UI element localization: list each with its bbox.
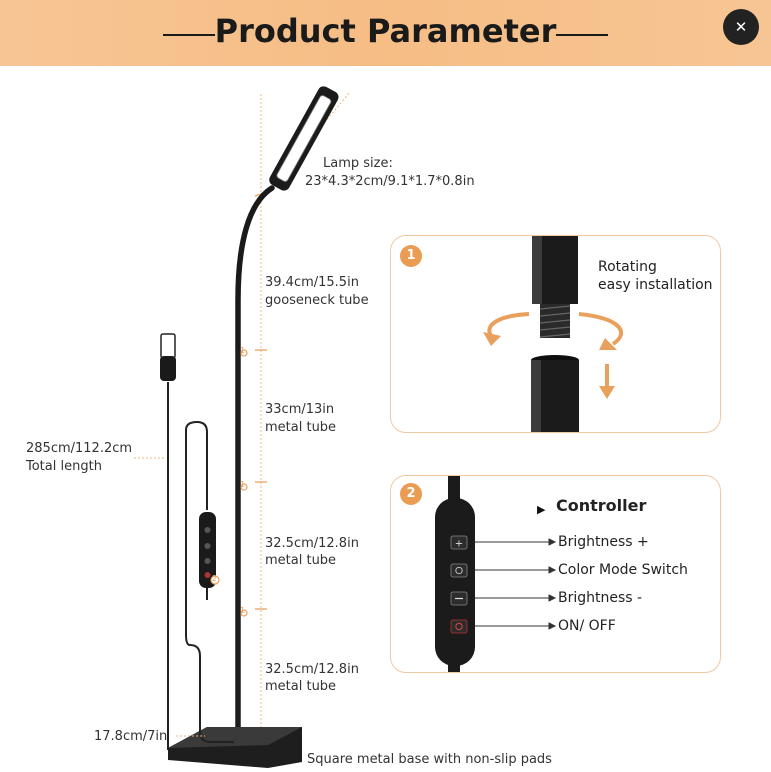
lamp-size-title: Lamp size: — [323, 156, 393, 171]
controller-illustration: + — [435, 476, 557, 672]
joint-marker — [240, 349, 248, 357]
joint-label: 1 — [240, 606, 246, 615]
joint-label: 1 — [240, 480, 246, 489]
gooseneck-value: 39.4cm/15.5in — [265, 275, 359, 290]
brightness-plus-label: Brightness + — [558, 534, 649, 550]
rotating-installation-panel: 1 Rotating easy installation — [390, 235, 721, 433]
controller-bullet-icon: ▶ — [537, 503, 546, 516]
joint-marker — [240, 609, 248, 617]
tube3-value: 32.5cm/12.8in — [265, 662, 359, 677]
tube1-value: 33cm/13in — [265, 402, 335, 417]
gooseneck-tube — [235, 185, 275, 353]
on-off-label: ON/ OFF — [558, 618, 616, 634]
gooseneck-label: gooseneck tube — [265, 293, 369, 308]
panel-number-badge: 2 — [400, 483, 422, 505]
rotating-text: Rotating — [598, 259, 657, 275]
cable-marker — [210, 575, 220, 585]
close-icon: ✕ — [734, 18, 748, 36]
total-length-label: Total length — [26, 459, 102, 474]
brightness-plus-icon — [450, 535, 468, 550]
lamp-head — [269, 86, 339, 191]
controller-panel: 2 + ▶ Controller Brightness + Color Mode… — [390, 475, 721, 673]
tube2-label: metal tube — [265, 553, 337, 568]
color-mode-switch-label: Color Mode Switch — [558, 562, 688, 578]
inline-controller — [199, 512, 216, 588]
page-title: Product Parameter — [214, 12, 557, 50]
tube3-label: metal tube — [265, 679, 337, 694]
controller-title: Controller — [556, 496, 647, 515]
lamp-size-value: 23*4.3*2cm/9.1*1.7*0.8in — [305, 174, 475, 189]
joint-label: 1 — [240, 346, 246, 355]
svg-text:+: + — [455, 539, 463, 550]
tube2-value: 32.5cm/12.8in — [265, 536, 359, 551]
tube-connection-illustration — [483, 236, 624, 432]
header-banner: Product Parameter ✕ — [0, 0, 771, 66]
close-button[interactable]: ✕ — [723, 9, 759, 45]
brightness-minus-label: Brightness - — [558, 590, 643, 606]
joint-marker — [240, 483, 248, 491]
power-icon — [450, 619, 468, 634]
easy-installation-text: easy installation — [598, 277, 713, 293]
panel-number-badge: 1 — [400, 245, 422, 267]
total-length-value: 285cm/112.2cm — [26, 441, 133, 456]
tube1-label: metal tube — [265, 420, 337, 435]
base-description: Square metal base with non-slip pads — [307, 752, 552, 767]
title-rule-right — [556, 34, 608, 36]
cable-marker-label: 2 — [212, 574, 218, 583]
color-mode-icon — [450, 563, 468, 578]
base-size-value: 17.8cm/7in — [94, 729, 168, 744]
lamp-illustration — [134, 86, 351, 768]
usb-plug-icon — [160, 333, 176, 359]
title-rule-left — [163, 34, 215, 36]
